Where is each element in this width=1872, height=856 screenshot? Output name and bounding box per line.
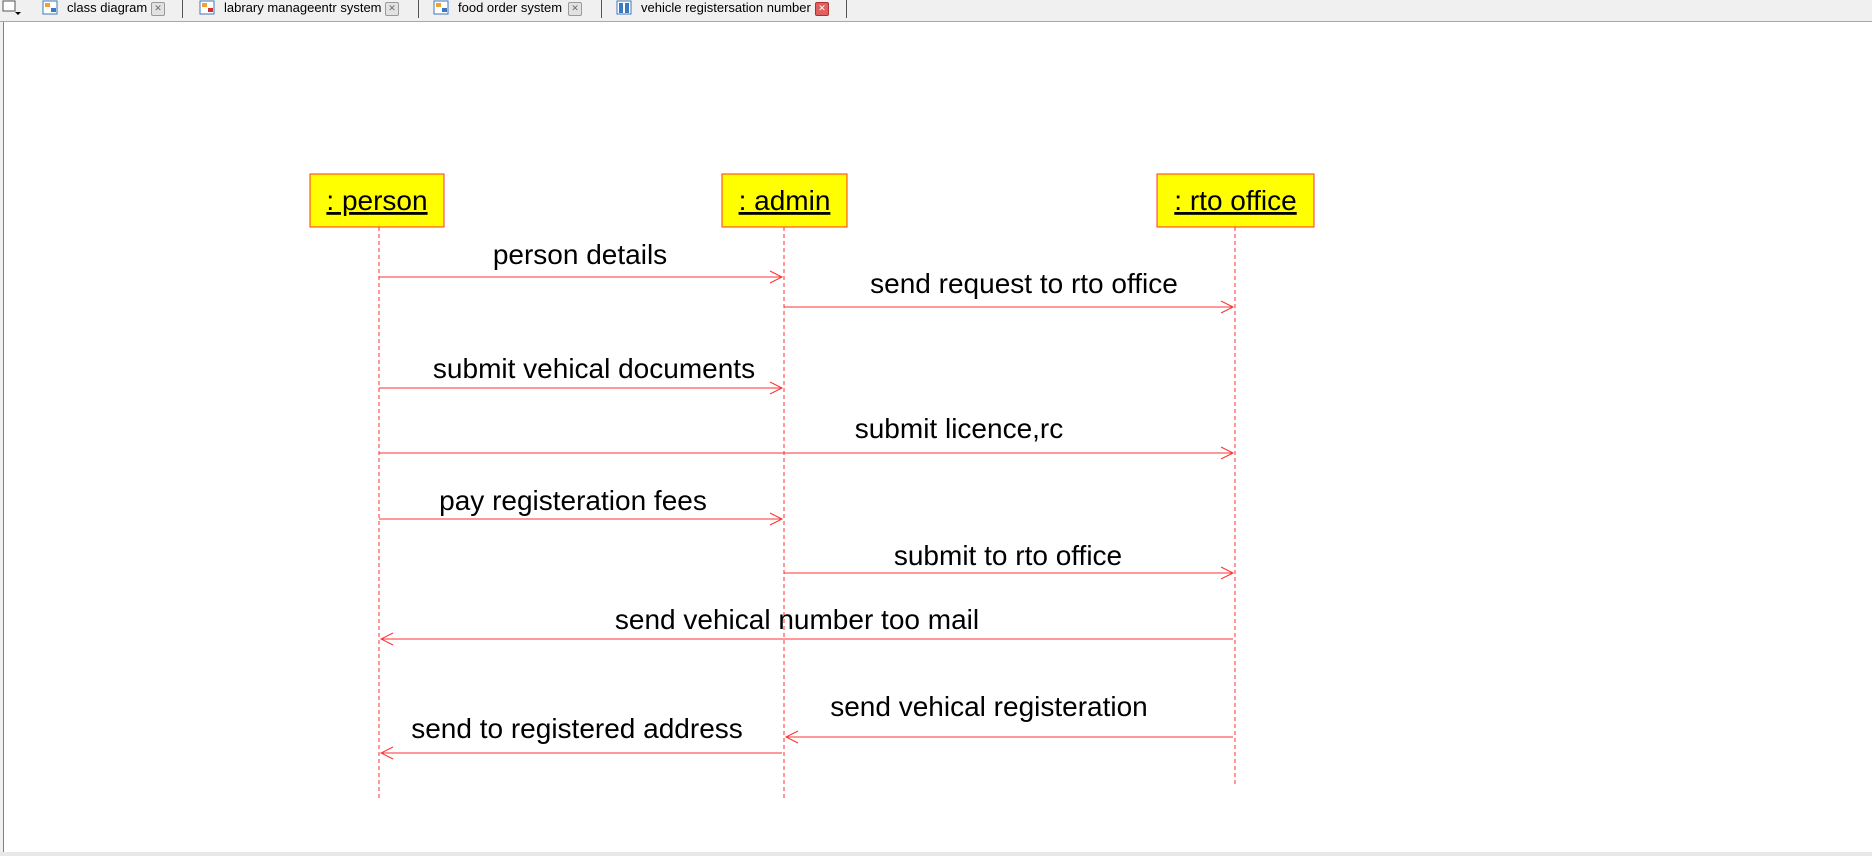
arrowhead-9 — [379, 746, 394, 760]
message-label-6: submit to rto office — [894, 540, 1122, 571]
close-tab-button[interactable]: ✕ — [815, 2, 829, 16]
close-tab-button[interactable]: ✕ — [385, 2, 399, 16]
lifeline-box-admin[interactable] — [721, 173, 848, 228]
canvas-bottom-edge — [0, 852, 1872, 856]
tab-food-order-system[interactable]: food order system ✕ — [433, 0, 593, 18]
lifeline-box-rto[interactable] — [1156, 173, 1315, 228]
close-tab-button[interactable]: ✕ — [151, 2, 165, 16]
message-label-2: send request to rto office — [870, 268, 1178, 299]
tab-separator — [418, 0, 419, 18]
arrowhead-5 — [769, 512, 784, 526]
diagram-canvas[interactable]: : person : admin : rto office person deta… — [3, 22, 1872, 852]
arrowhead-3 — [769, 381, 784, 395]
tab-list-menu-button[interactable] — [2, 0, 22, 18]
tab-vehicle-registration[interactable]: vehicle registersation number ✕ — [616, 0, 846, 18]
message-label-5: pay registeration fees — [439, 485, 707, 516]
arrowhead-4 — [1220, 446, 1235, 460]
diagram-icon — [433, 0, 449, 15]
message-label-4: submit licence,rc — [855, 413, 1064, 444]
arrowhead-6 — [1220, 566, 1235, 580]
arrowhead-2 — [1220, 300, 1235, 314]
diagram-icon — [616, 0, 632, 15]
arrowhead-1 — [769, 270, 784, 284]
lifeline-label-person: : person — [326, 185, 427, 216]
tab-class-diagram[interactable]: class diagram ✕ — [42, 0, 172, 18]
message-label-1: person details — [493, 239, 667, 270]
tab-library-system[interactable]: labrary manageentr system ✕ — [199, 0, 399, 18]
lifeline-label-rto: : rto office — [1174, 185, 1296, 216]
lifeline-label-admin: : admin — [739, 185, 831, 216]
tab-bar: class diagram ✕ labrary manageentr syste… — [0, 0, 1872, 22]
diagram-icon — [199, 0, 215, 15]
message-label-7: send vehical number too mail — [615, 604, 979, 635]
message-label-3: submit vehical documents — [433, 353, 755, 384]
tab-separator — [601, 0, 602, 18]
lifeline-box-person[interactable] — [309, 173, 445, 228]
close-tab-button[interactable]: ✕ — [568, 2, 582, 16]
tab-separator — [846, 0, 847, 18]
message-label-8: send vehical registeration — [830, 691, 1148, 722]
arrowhead-8 — [784, 730, 799, 744]
dropdown-menu-icon — [2, 0, 21, 15]
message-label-9: send to registered address — [411, 713, 743, 744]
arrowhead-7 — [379, 632, 394, 646]
sequence-diagram: : person : admin : rto office person deta… — [309, 173, 1315, 801]
tab-separator — [182, 0, 183, 18]
diagram-icon — [42, 0, 58, 15]
